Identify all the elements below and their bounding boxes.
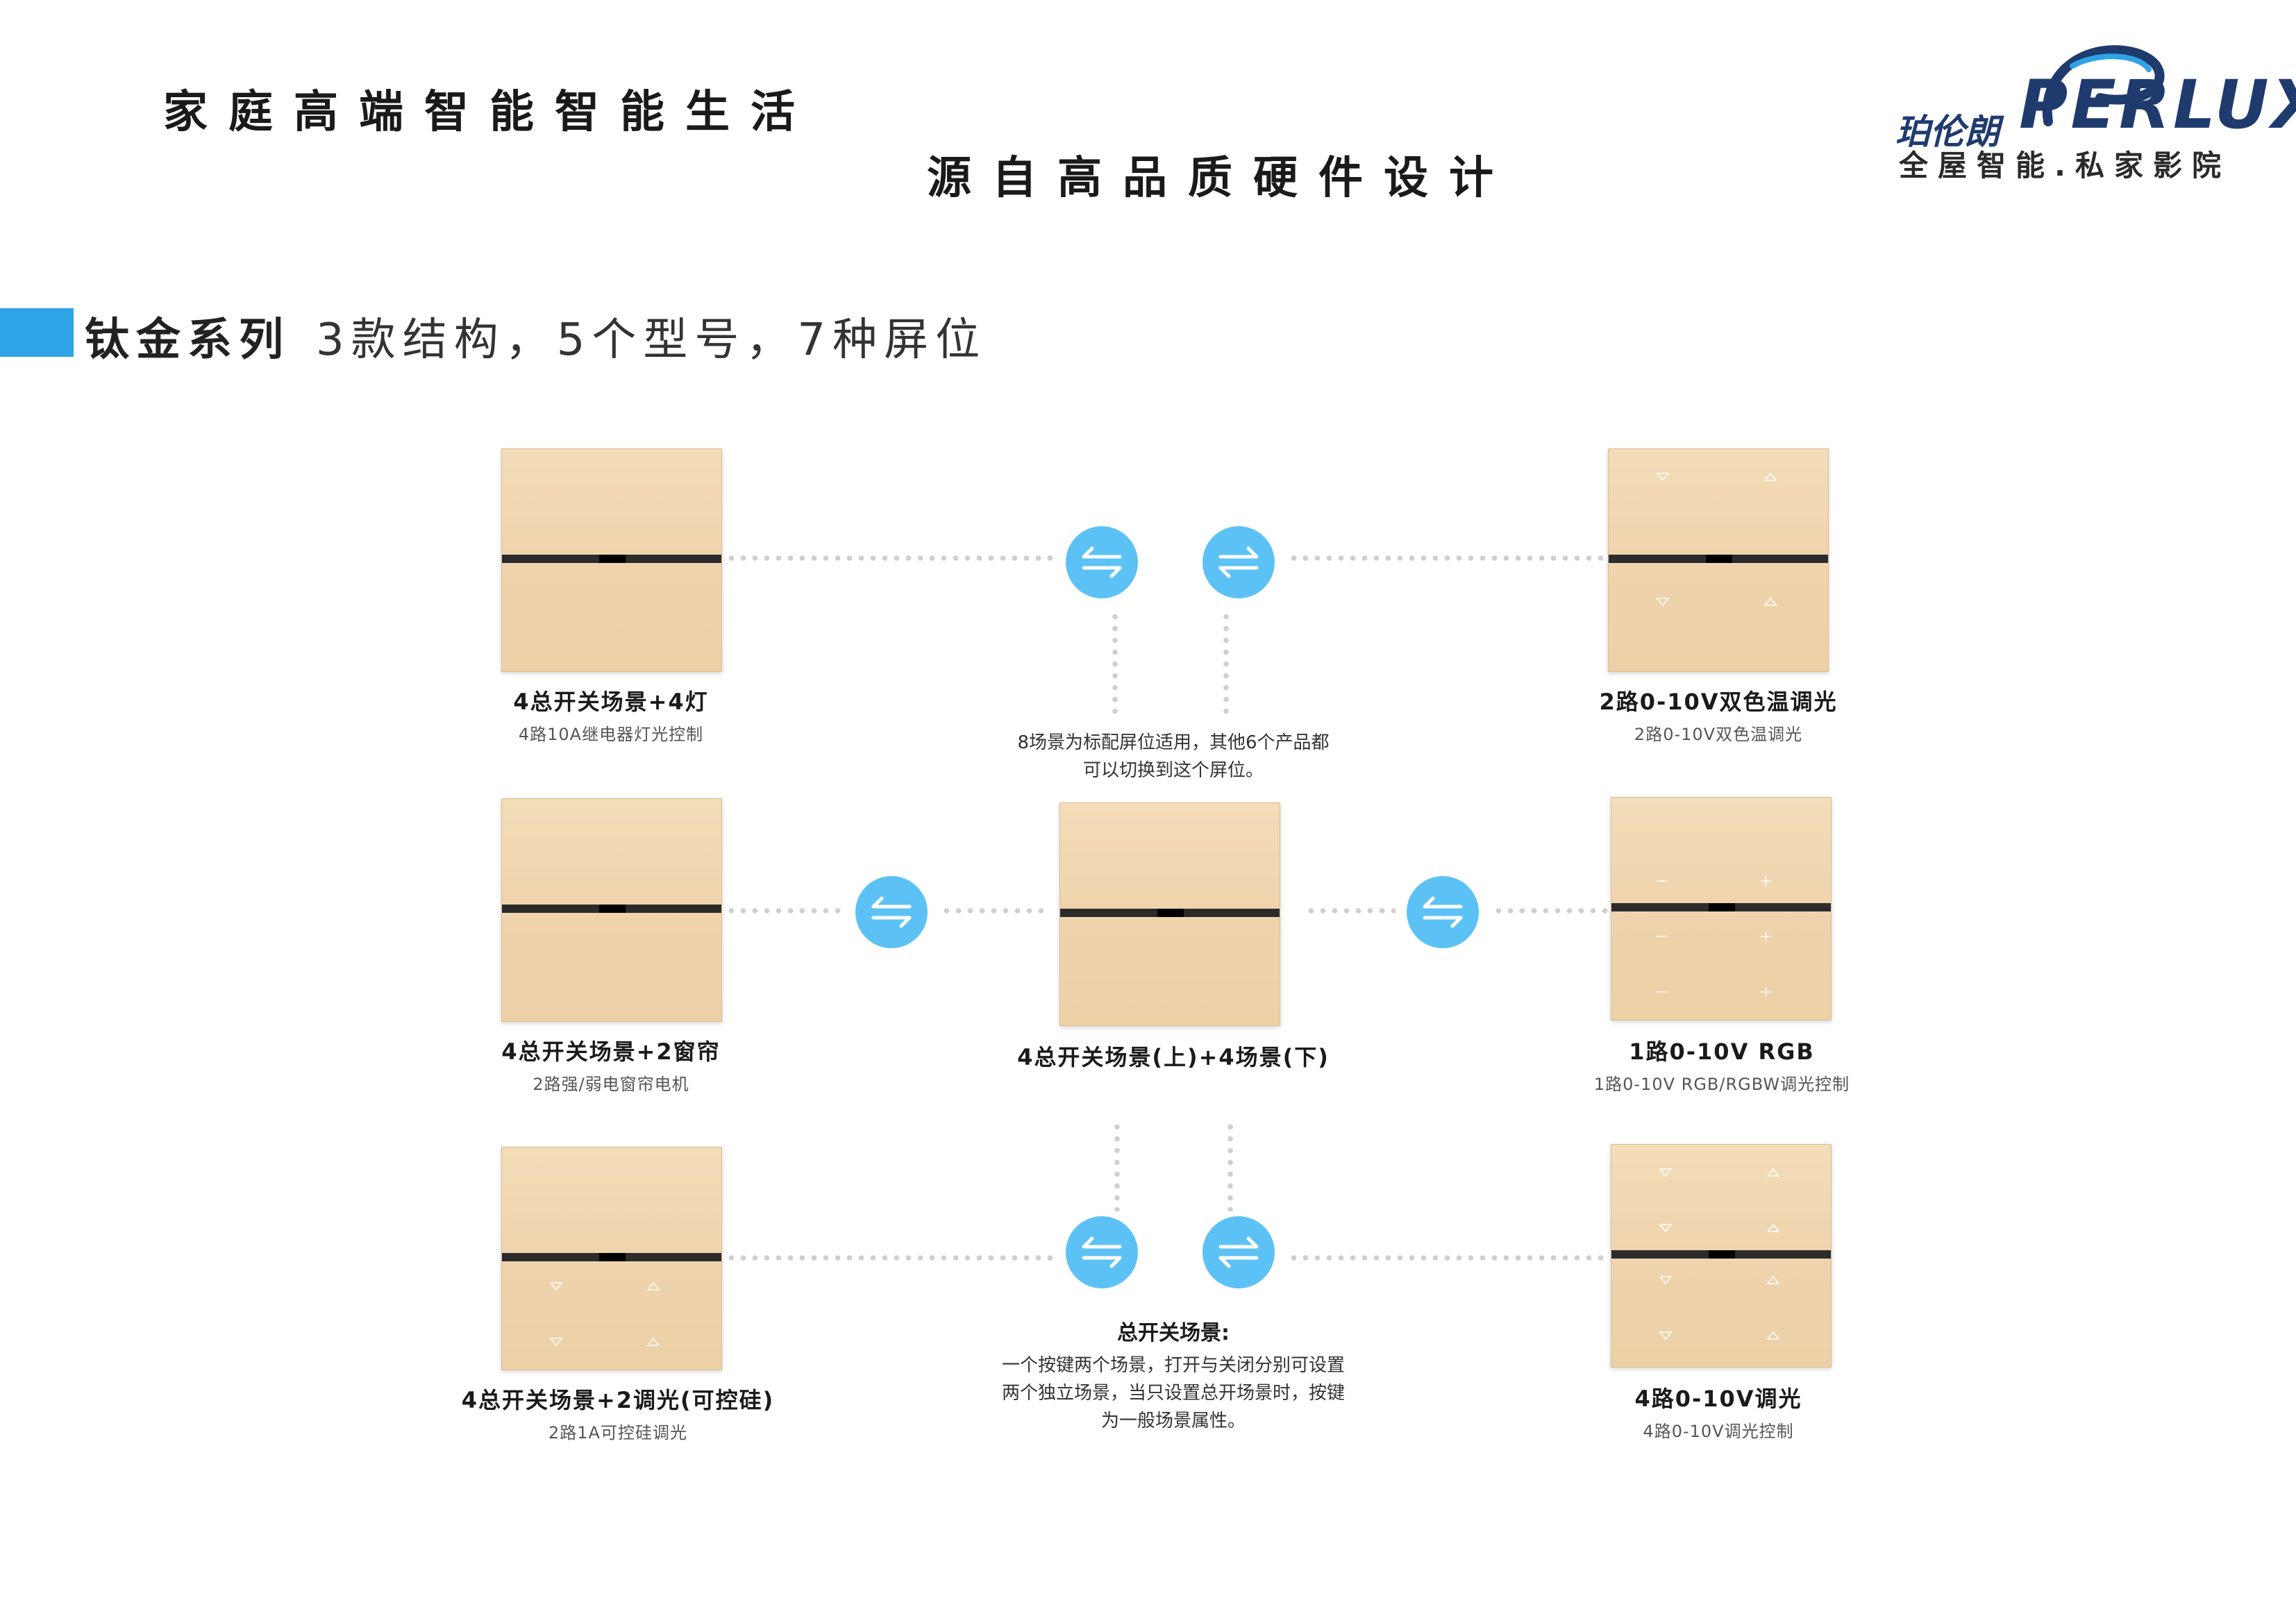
panel-4scene-4scene xyxy=(1059,802,1280,1026)
product-subtitle: 4路10A继电器灯光控制 xyxy=(518,725,704,744)
panel-4scene-2curtain xyxy=(501,798,722,1022)
swap-arrows-icon xyxy=(1066,526,1138,598)
slogan-line-2: 源自高品质硬件设计 xyxy=(927,152,1514,204)
connector-dots xyxy=(726,555,1059,561)
connector-dots xyxy=(1223,611,1229,715)
section-subtitle: 3款结构，5个型号，7种屏位 xyxy=(316,314,987,366)
product-subtitle: 2路0-10V双色温调光 xyxy=(1634,725,1803,744)
product-caption: 4路0-10V调光 4路0-10V调光控制 xyxy=(1545,1381,1892,1442)
product-caption: 4总开关场景(上)+4场景(下) xyxy=(993,1040,1354,1072)
connector-dots xyxy=(1305,908,1396,914)
note-line: 为一般场景属性。 xyxy=(1100,1411,1246,1431)
note-line: 一个按键两个场景，打开与关闭分别可设置 xyxy=(1001,1355,1345,1376)
panel-4scene-4light xyxy=(501,448,722,672)
swap-arrows-icon xyxy=(1203,1216,1275,1288)
product-caption: 4总开关场景+4灯 4路10A继电器灯光控制 xyxy=(437,684,785,745)
product-title: 4路0-10V调光 xyxy=(1634,1386,1802,1412)
logo-swoosh-icon xyxy=(2042,45,2165,126)
connector-dots xyxy=(1227,1121,1233,1211)
swap-arrows-icon xyxy=(1407,876,1479,948)
swap-arrows-icon xyxy=(1066,1216,1138,1288)
connector-dots xyxy=(1288,1255,1607,1261)
product-caption: 1路0-10V RGB 1路0-10V RGB/RGBW调光控制 xyxy=(1545,1034,1899,1095)
product-caption: 4总开关场景+2窗帘 2路强/弱电窗帘电机 xyxy=(437,1034,785,1095)
triangle-arrows-icon xyxy=(1656,472,1777,607)
logo-chinese-name: 珀伦朗 xyxy=(1895,112,2000,152)
panel-divider xyxy=(502,1253,721,1261)
note-master-scene: 总开关场景: 一个按键两个场景，打开与关闭分别可设置 两个独立场景，当只设置总开… xyxy=(958,1315,1389,1435)
panel-divider xyxy=(502,905,721,913)
triangle-arrows-icon xyxy=(1659,1168,1780,1340)
product-subtitle: 2路强/弱电窗帘电机 xyxy=(533,1075,689,1094)
connector-dots xyxy=(1493,908,1607,914)
section-accent-bar xyxy=(0,308,74,357)
note-line: 两个独立场景，当只设置总开场景时，按键 xyxy=(1001,1383,1345,1404)
note-default-screen: 8场景为标配屏位适用，其他6个产品都 可以切换到这个屏位。 xyxy=(958,729,1389,784)
panel-2ch-cct xyxy=(1608,448,1829,672)
panel-4ch-dimmer xyxy=(1611,1144,1832,1368)
logo-english-name: PERLUX xyxy=(2019,66,2296,144)
product-title: 4总开关场景+2调光(可控硅) xyxy=(461,1387,775,1413)
brand-logo: 珀伦朗 PERLUX 全屋智能.私家影院 xyxy=(1895,38,2296,191)
product-subtitle: 4路0-10V调光控制 xyxy=(1643,1422,1794,1441)
panel-divider xyxy=(502,555,721,563)
connector-dots xyxy=(1114,1121,1120,1211)
panel-divider xyxy=(1060,909,1280,917)
panel-divider xyxy=(1611,1250,1831,1259)
panel-4scene-2dimmer xyxy=(501,1147,722,1370)
triangle-arrows-icon xyxy=(549,1281,660,1347)
section-title: 钛金系列 xyxy=(85,314,290,366)
swap-arrows-icon xyxy=(855,876,928,948)
product-subtitle: 1路0-10V RGB/RGBW调光控制 xyxy=(1593,1075,1850,1094)
connector-dots xyxy=(726,908,844,914)
slogan-line-1: 家庭高端智能智能生活 xyxy=(163,86,816,138)
panel-divider xyxy=(1609,555,1828,563)
product-caption: 4总开关场景+2调光(可控硅) 2路1A可控硅调光 xyxy=(437,1383,798,1443)
product-subtitle: 2路1A可控硅调光 xyxy=(548,1423,687,1443)
product-title: 2路0-10V双色温调光 xyxy=(1599,689,1838,715)
connector-dots xyxy=(1288,555,1607,561)
product-title: 1路0-10V RGB xyxy=(1629,1038,1815,1065)
product-title: 4总开关场景+4灯 xyxy=(513,689,709,715)
product-caption: 2路0-10V双色温调光 2路0-10V双色温调光 xyxy=(1545,684,1892,745)
panel-1ch-rgb xyxy=(1611,797,1832,1020)
connector-dots xyxy=(941,908,1048,914)
panel-divider xyxy=(1611,903,1831,911)
swap-arrows-icon xyxy=(1203,526,1275,598)
product-title: 4总开关场景+2窗帘 xyxy=(501,1038,721,1065)
connector-dots xyxy=(726,1255,1059,1261)
plus-minus-icon xyxy=(1657,876,1771,997)
connector-dots xyxy=(1112,611,1118,715)
logo-tagline: 全屋智能.私家影院 xyxy=(1899,149,2231,183)
note-line: 可以切换到这个屏位。 xyxy=(1082,760,1264,781)
note-line: 8场景为标配屏位适用，其他6个产品都 xyxy=(1017,732,1330,753)
product-title: 4总开关场景(上)+4场景(下) xyxy=(1017,1044,1330,1070)
note-title: 总开关场景: xyxy=(1117,1321,1230,1345)
